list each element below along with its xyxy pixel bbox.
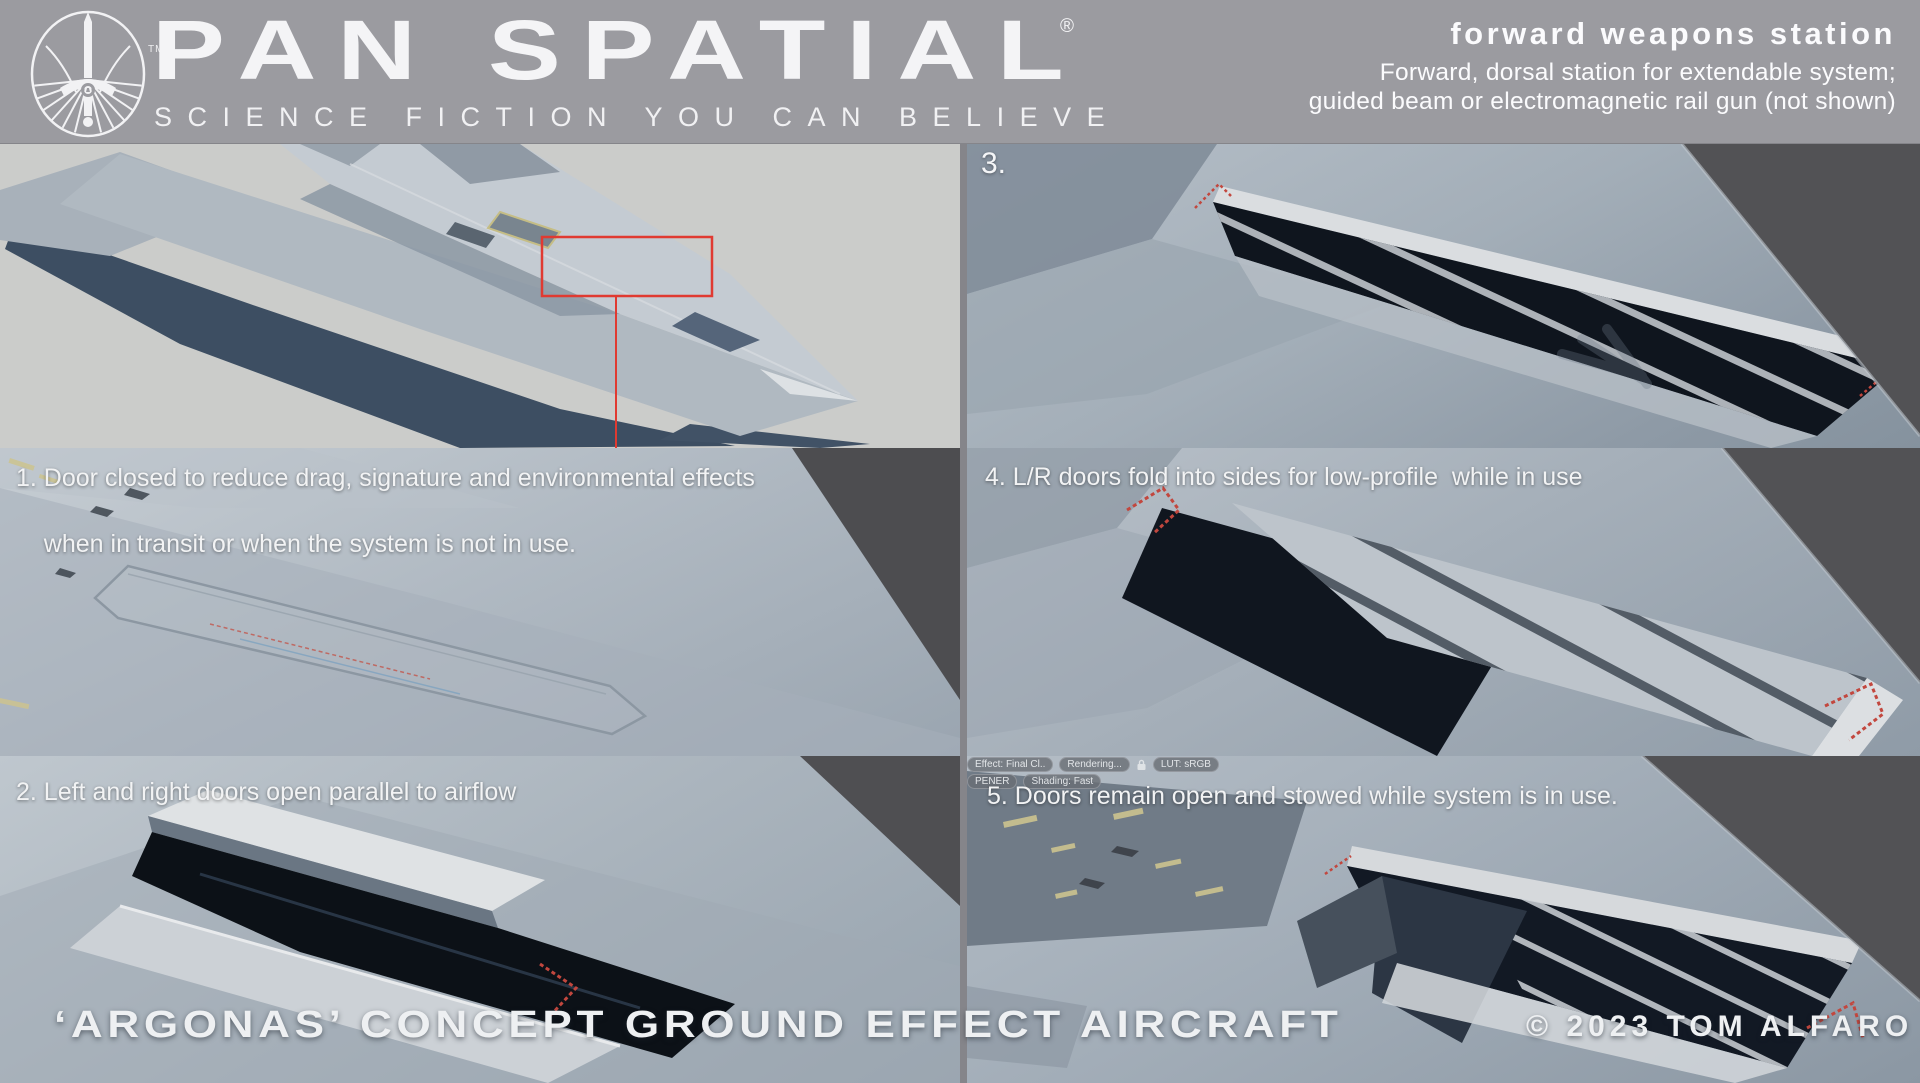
step2-caption: 2. Left and right doors open parallel to…	[16, 778, 517, 806]
header-bar: TM PAN SPATIAL ® SCIENCE FICTION YOU CAN…	[0, 0, 1920, 143]
step1-caption: 1. Door closed to reduce drag, signature…	[16, 462, 755, 561]
door-open-render	[967, 144, 1920, 448]
copyright: © 2023 TOM ALFARO	[1526, 1010, 1914, 1043]
step3-label: 3.	[981, 147, 1007, 180]
panel-step4-render: 4. L/R doors fold into sides for low-pro…	[967, 448, 1920, 756]
station-header: forward weapons station Forward, dorsal …	[1309, 16, 1896, 117]
opener-chip: PENER	[967, 774, 1018, 789]
doors-stowed-render	[967, 756, 1920, 1083]
station-title: forward weapons station	[1450, 16, 1896, 51]
logo-trademark: TM	[148, 44, 165, 55]
panel-step3-render: 3.	[967, 144, 1920, 448]
lut-chip: LUT: sRGB	[1152, 757, 1219, 772]
brand-wordmark: PAN SPATIAL	[152, 3, 1085, 97]
registered-mark: ®	[1060, 16, 1074, 37]
annotation-rect	[540, 235, 714, 298]
step5-caption: 5. Doors remain open and stowed while sy…	[987, 782, 1618, 810]
step1-caption-line2: when in transit or when the system is no…	[43, 530, 576, 558]
panel-step1-render: 1. Door closed to reduce drag, signature…	[0, 448, 960, 756]
step1-caption-line1: 1. Door closed to reduce drag, signature…	[16, 464, 755, 492]
door-closed-render	[0, 448, 960, 756]
doors-folded-render	[967, 448, 1920, 756]
shading-chip: Shading: Fast	[1023, 774, 1102, 789]
doors-parallel-render	[0, 756, 960, 1083]
aircraft-overview-render	[0, 144, 870, 448]
viewport-overlay-row2: PENER Shading: Fast	[967, 774, 1219, 789]
viewport-overlay-row1: Effect: Final Cl.. Rendering... LUT: sRG…	[967, 757, 1219, 772]
station-desc-line1: Forward, dorsal station for extendable s…	[1379, 59, 1896, 86]
station-desc-line2: guided beam or electromagnetic rail gun …	[1308, 87, 1896, 115]
concept-title: ‘ARGONAS’ CONCEPT GROUND EFFECT AIRCRAFT	[54, 1004, 1343, 1046]
panel-step5-render: Effect: Final Cl.. Rendering... LUT: sRG…	[967, 756, 1920, 1083]
lock-icon	[1137, 759, 1146, 770]
brand-tagline: SCIENCE FICTION YOU CAN BELIEVE	[154, 102, 1121, 132]
effect-chip: Effect: Final Cl..	[967, 757, 1054, 772]
viewport-overlay: Effect: Final Cl.. Rendering... LUT: sRG…	[967, 757, 1219, 789]
rendering-chip: Rendering...	[1059, 757, 1130, 772]
panel-overview-render	[0, 144, 960, 448]
pan-spatial-logo-icon	[30, 10, 146, 138]
panel-step2-render: 2. Left and right doors open parallel to…	[0, 756, 960, 1083]
station-description: Forward, dorsal station for extendable s…	[1309, 59, 1896, 117]
step4-caption: 4. L/R doors fold into sides for low-pro…	[985, 463, 1583, 491]
